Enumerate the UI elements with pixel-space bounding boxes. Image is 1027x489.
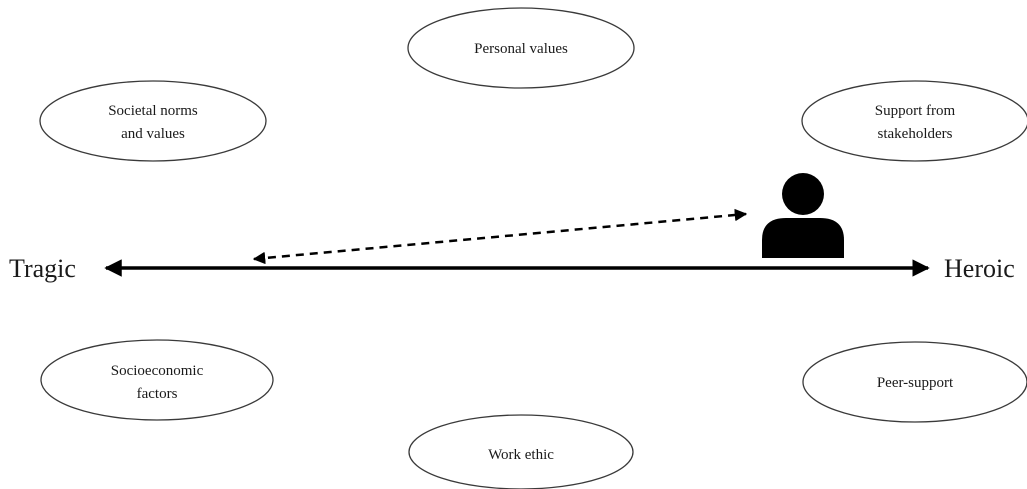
person-icon [762, 173, 844, 258]
factor-work-ethic: Work ethic [408, 414, 634, 489]
factor-support-stakeholders-label-line2: stakeholders [878, 126, 953, 142]
factor-peer-support-label: Peer-support [877, 375, 954, 391]
factor-support-stakeholders: Support from stakeholders [801, 80, 1027, 162]
pole-tragic-label: Tragic [9, 254, 76, 283]
factor-socioeconomic-label-line1: Socioeconomic [111, 363, 204, 379]
factor-socioeconomic: Socioeconomic factors [40, 339, 274, 421]
pole-heroic-label: Heroic [944, 254, 1015, 283]
factor-support-stakeholders-label-line1: Support from [875, 103, 956, 119]
factor-personal-values: Personal values [407, 7, 635, 89]
factor-personal-values-label: Personal values [474, 41, 568, 57]
factor-socioeconomic-label-line2: factors [137, 386, 178, 402]
dashed-movement-arrow [252, 208, 748, 265]
factor-work-ethic-label: Work ethic [488, 447, 554, 463]
factor-societal-norms-label-line2: and values [121, 126, 185, 142]
factor-societal-norms: Societal norms and values [39, 80, 267, 162]
factor-peer-support: Peer-support [802, 341, 1027, 423]
factor-societal-norms-label-line1: Societal norms [108, 103, 198, 119]
